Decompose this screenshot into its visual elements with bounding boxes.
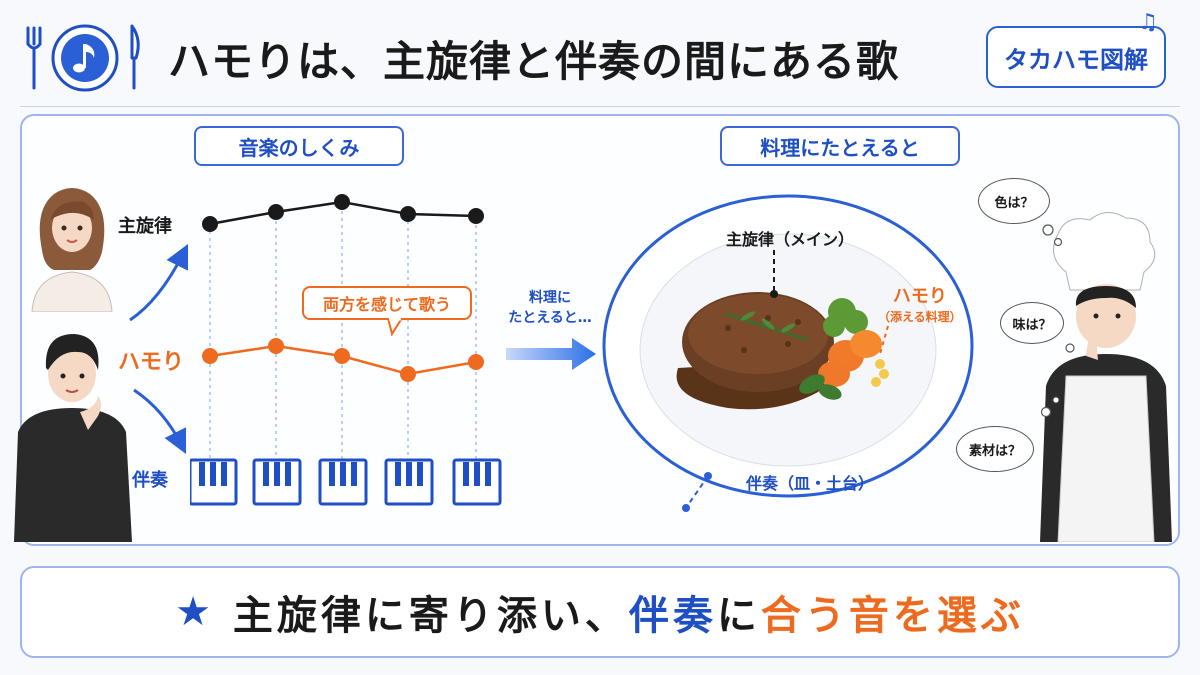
plate-label: 伴奏（皿・土台） [746, 474, 875, 493]
summary-part3: に [716, 593, 761, 639]
plate-illustration [602, 194, 974, 512]
knife-icon [130, 24, 140, 90]
melody-label: 主旋律 [118, 216, 172, 237]
section-heading-music: 音楽のしくみ [194, 126, 404, 166]
piano-key-icon [384, 458, 434, 506]
thought-color-text: 色は？ [994, 195, 1034, 211]
summary-part4: 合う音を選ぶ [760, 593, 1025, 639]
harmony-label: ハモり [118, 350, 185, 375]
music-note-icon [73, 44, 95, 73]
music-note-icon: ♫ [1138, 10, 1158, 35]
fork-icon [26, 26, 42, 90]
thought-bubble-color: 色は？ [978, 178, 1050, 224]
woman-illustration [31, 188, 113, 312]
summary-part1: 主旋律に寄り添い、 [232, 593, 629, 639]
broccoli [823, 298, 868, 337]
right-arrow-icon [506, 338, 596, 370]
man-illustration [14, 334, 132, 542]
side-dish-label-group: ハモり （添える料理） [878, 282, 962, 325]
summary-banner: ★ 主旋律に寄り添い、 伴奏 に 合う音を選ぶ [20, 566, 1180, 658]
brand-badge: タカハモ図解 ♫ [986, 10, 1166, 88]
arrows-to-lines [129, 243, 189, 455]
thought-material-text: 素材は？ [968, 443, 1021, 459]
header-logo-icon [26, 24, 140, 92]
main-dish-label: 主旋律（メイン） [726, 230, 855, 249]
summary-part2: 伴奏 [628, 593, 717, 639]
thought-bubble-material: 素材は？ [956, 426, 1034, 472]
thought-bubble-taste: 味は？ [1000, 302, 1064, 344]
melody-harmony-diagram [190, 194, 502, 506]
piano-key-icon [190, 458, 238, 506]
arrow-caption-line1: 料理に [529, 290, 571, 306]
guide-lines [209, 204, 477, 460]
chef-illustration [1040, 212, 1172, 542]
callout-tail [386, 318, 404, 336]
carrots [818, 330, 882, 387]
basil [799, 374, 842, 400]
harmony-points [202, 338, 484, 382]
accompaniment-label: 伴奏 [132, 470, 168, 491]
side-dish-sublabel: （添える料理） [878, 310, 962, 324]
section-heading-cooking: 料理にたとえると [720, 126, 960, 166]
chef-apron [1057, 375, 1155, 542]
piano-key-icons [190, 458, 502, 506]
callout-text: 両方を感じて歌う [322, 295, 451, 314]
corn [871, 359, 889, 387]
brand-label: タカハモ図解 [1004, 45, 1148, 74]
arrow-caption-line2: たとえると… [508, 310, 592, 326]
star-icon: ★ [175, 589, 215, 635]
piano-key-icon [252, 458, 302, 506]
thought-trail-dots [1040, 224, 1075, 418]
piano-key-icon [452, 458, 502, 506]
page-title: ハモりは、主旋律と伴奏の間にある歌 [168, 37, 900, 86]
melody-points [202, 194, 484, 232]
chef-hat [1053, 212, 1156, 291]
side-dish-label: ハモり [892, 286, 947, 307]
piano-key-icon [318, 458, 368, 506]
thought-taste-text: 味は？ [1012, 317, 1052, 333]
header-divider [20, 106, 1180, 107]
rosemary [725, 312, 809, 342]
harmony-callout: 両方を感じて歌う [302, 286, 472, 320]
arrow-caption: 料理に たとえると… [502, 288, 598, 328]
